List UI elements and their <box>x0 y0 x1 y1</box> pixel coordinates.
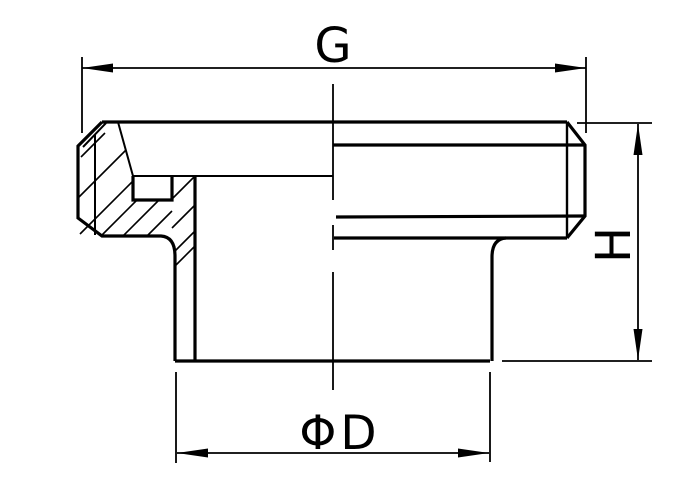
hatch-line <box>173 230 196 253</box>
h-arrowhead-top <box>633 124 643 155</box>
chamfer-edge-lower <box>335 214 586 219</box>
h-arrowhead-bottom <box>633 329 643 360</box>
hatch-line <box>174 245 196 267</box>
g-arrowhead-right <box>555 63 586 73</box>
dim-d-label: ΦD <box>299 406 380 461</box>
dimension-h: H <box>502 122 652 362</box>
hatch-line <box>100 199 138 237</box>
left-profile <box>76 120 177 361</box>
d-arrowhead-left <box>177 448 208 458</box>
hatch-line <box>171 204 196 229</box>
g-arrowhead-left <box>82 63 113 73</box>
dimension-d: ΦD <box>175 372 491 463</box>
hatch-line <box>122 199 160 237</box>
dim-h-label: H <box>586 227 642 263</box>
part-outline <box>76 120 587 363</box>
right-skirt-wall <box>490 236 507 361</box>
right-profile <box>565 121 587 240</box>
hatch-line <box>79 181 133 235</box>
dimension-g: G <box>81 18 587 133</box>
hatch-line <box>78 149 127 198</box>
dim-g-label: G <box>314 18 351 74</box>
hatch-line <box>146 210 173 237</box>
hatch-line <box>80 132 106 158</box>
chamfer-cone-line <box>117 121 134 177</box>
d-arrowhead-right <box>458 448 489 458</box>
hatch-line <box>172 175 196 199</box>
section-hatching <box>78 132 196 267</box>
seal-groove <box>131 176 174 202</box>
